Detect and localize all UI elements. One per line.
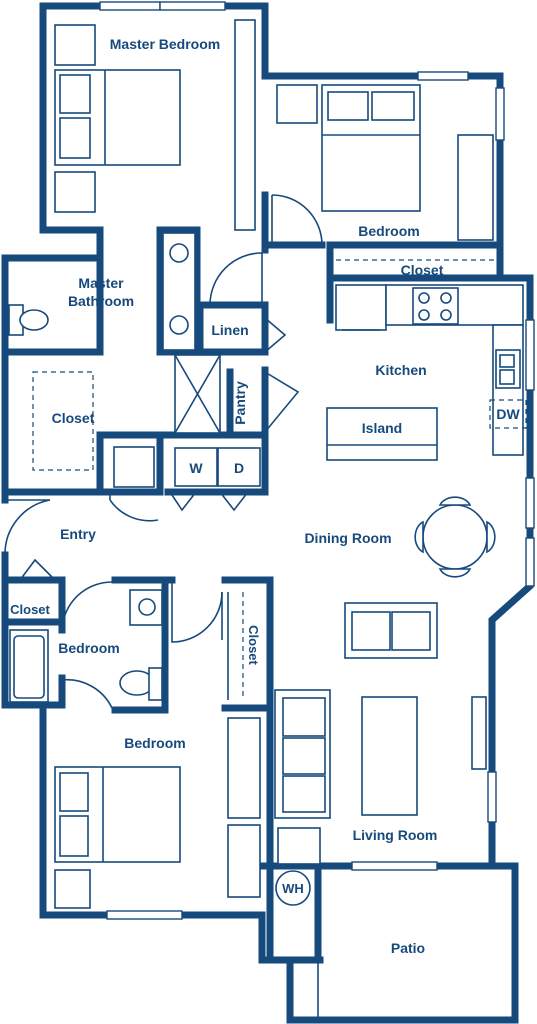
- label-bedroom-top: Bedroom: [358, 223, 419, 239]
- label-master-bathroom-1: Master: [78, 275, 124, 291]
- label-washer: W: [189, 460, 203, 476]
- label-dining-room: Dining Room: [304, 530, 391, 546]
- label-closet-master: Closet: [52, 410, 95, 426]
- label-pantry: Pantry: [232, 381, 248, 425]
- label-bedroom-bottom: Bedroom: [124, 735, 185, 751]
- label-water-heater: WH: [282, 881, 304, 896]
- label-closet-vertical: Closet: [246, 625, 261, 665]
- label-dishwasher: DW: [496, 406, 520, 422]
- label-living-room: Living Room: [353, 827, 438, 843]
- label-island: Island: [362, 420, 402, 436]
- label-closet-top: Closet: [401, 262, 444, 278]
- doors: [4, 194, 323, 1018]
- fixtures: [8, 19, 527, 909]
- label-linen: Linen: [211, 322, 248, 338]
- label-master-bathroom-2: Bathroom: [68, 293, 134, 309]
- label-bedroom-small: Bedroom: [58, 640, 119, 656]
- label-kitchen: Kitchen: [375, 362, 426, 378]
- label-entry: Entry: [60, 526, 96, 542]
- label-dryer: D: [234, 460, 244, 476]
- label-closet-entry: Closet: [10, 602, 50, 617]
- windows: [99, 1, 535, 920]
- room-labels: Master Bedroom Bedroom Closet Master Bat…: [10, 36, 520, 956]
- label-patio: Patio: [391, 940, 425, 956]
- label-master-bedroom: Master Bedroom: [110, 36, 220, 52]
